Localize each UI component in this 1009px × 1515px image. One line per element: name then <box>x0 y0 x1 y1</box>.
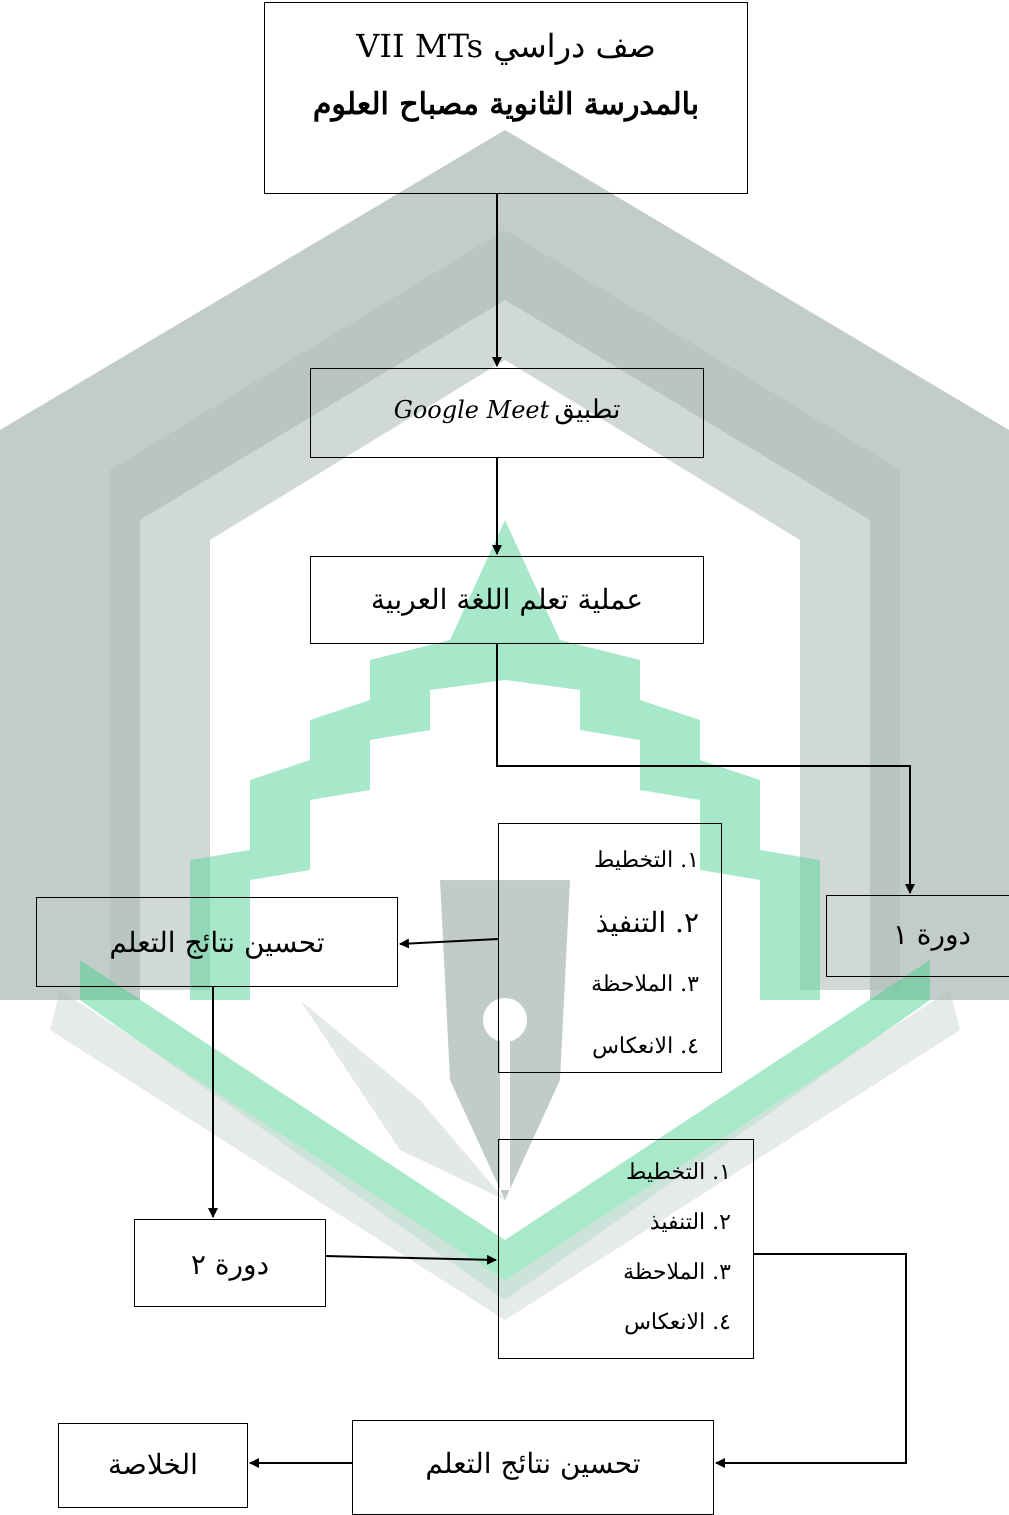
app-box: تطبيق Google Meet <box>310 368 704 458</box>
conclusion-box: الخلاصة <box>58 1423 248 1508</box>
arrow-steps1-to-improve1 <box>399 938 499 949</box>
cycle1-box: دورة ١ <box>826 895 1009 977</box>
step-implementation: ٢. التنفيذ <box>595 906 699 939</box>
arrow-steps2-to-improve2 <box>715 1253 907 1468</box>
watermark-gray-hexagon <box>0 130 1009 1000</box>
step-planning: ١. التخطيط <box>593 848 699 873</box>
step-reflection: ٤. الانعكاس <box>592 1034 699 1059</box>
step-observation: ٣. الملاحظة <box>623 1260 731 1285</box>
arrow-cycle2-to-steps2 <box>324 1254 497 1265</box>
step-planning: ١. التخطيط <box>625 1160 731 1185</box>
school-name: بالمدرسة الثانوية مصباح العلوم <box>312 87 700 122</box>
step-observation: ٣. الملاحظة <box>591 972 699 997</box>
cycle1-steps-box: ١. التخطيط ٢. التنفيذ ٣. الملاحظة ٤. الا… <box>498 823 722 1073</box>
improve-results-box-2: تحسين نتائج التعلم <box>352 1420 714 1515</box>
cycle2-box: دورة ٢ <box>134 1219 326 1307</box>
step-implementation: ٢. التنفيذ <box>649 1210 731 1235</box>
learning-process-box: عملية تعلم اللغة العربية <box>310 556 704 644</box>
watermark-pen <box>300 880 570 1200</box>
cycle2-steps-box: ١. التخطيط ٢. التنفيذ ٣. الملاحظة ٤. الا… <box>498 1139 754 1359</box>
watermark-green-steps <box>190 520 820 1000</box>
step-reflection: ٤. الانعكاس <box>624 1310 731 1335</box>
app-name: Google Meet <box>393 396 550 424</box>
improve-results-box-1: تحسين نتائج التعلم <box>36 897 398 987</box>
class-school-box: صف دراسي VII MTs بالمدرسة الثانوية مصباح… <box>264 2 748 194</box>
app-prefix: تطبيق <box>554 395 621 425</box>
arrow-process-to-cycle1 <box>496 643 915 894</box>
class-label: صف دراسي VII MTs <box>356 27 656 65</box>
